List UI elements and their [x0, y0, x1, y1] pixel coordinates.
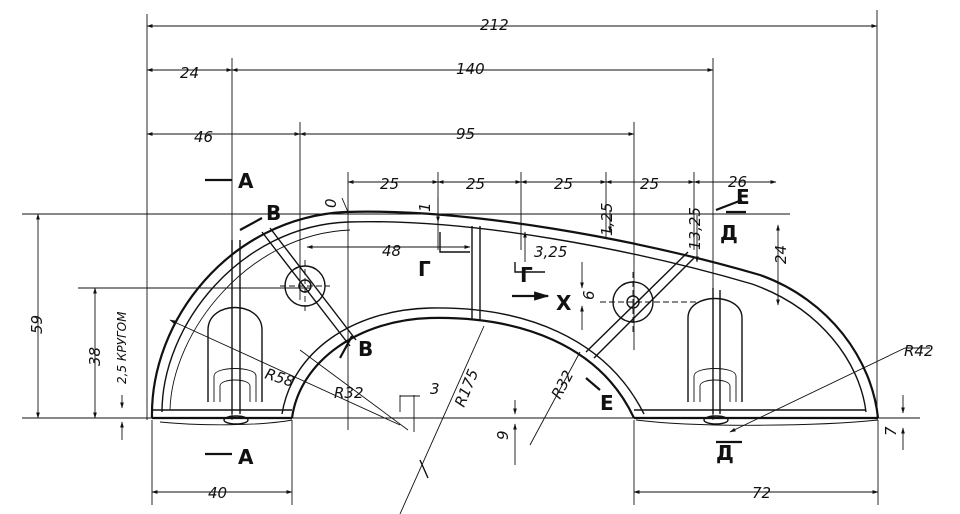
section-label-d-top: Д: [720, 221, 738, 245]
dim-7: 7: [882, 426, 900, 436]
dim-48: 48: [382, 242, 401, 260]
dimension-texts: 212 24 140 46 95 25 25 25 25 26 0 1 48 3…: [28, 16, 934, 502]
section-label-e-bottom: Е: [600, 391, 614, 415]
dim-1-25: 1,25: [598, 203, 616, 236]
section-label-e-top: Е: [736, 185, 750, 209]
dim-25-3: 25: [554, 175, 573, 193]
dim-6: 6: [580, 290, 598, 300]
dim-r175: R175: [451, 367, 482, 410]
dim-140: 140: [456, 60, 485, 78]
section-label-g-right: Г: [520, 263, 533, 287]
dim-46: 46: [194, 128, 213, 146]
dim-25-1: 25: [380, 175, 399, 193]
part-outline: [150, 210, 880, 426]
dim-95: 95: [456, 125, 475, 143]
section-label-a-top: А: [238, 169, 254, 193]
dim-24: 24: [180, 64, 199, 82]
dim-r58: R58: [263, 365, 297, 391]
dim-38: 38: [86, 347, 104, 366]
dim-24-vertical: 24: [772, 245, 790, 264]
dim-2-5-krugom: 2,5 КРУГОМ: [115, 311, 129, 384]
dim-r32-left: R32: [334, 384, 364, 402]
dim-3: 3: [430, 380, 440, 398]
section-label-b-top: В: [266, 201, 281, 225]
dim-40: 40: [208, 484, 227, 502]
dim-25-2: 25: [466, 175, 485, 193]
section-label-b-bottom: В: [358, 337, 373, 361]
dim-26: 26: [728, 173, 747, 191]
dimension-lines: [36, 24, 930, 514]
view-label-x: Х: [556, 291, 572, 315]
dim-overall: 212: [480, 16, 509, 34]
dim-72: 72: [752, 484, 771, 502]
section-label-g-left: Г: [418, 257, 431, 281]
dim-0: 0: [322, 198, 340, 208]
dim-r42: R42: [904, 342, 934, 360]
dim-13-25: 13,25: [686, 207, 704, 250]
section-labels: А А В В Г Г Д Д Е Е Х: [238, 169, 750, 469]
dim-3-25: 3,25: [534, 243, 567, 261]
dim-59: 59: [28, 315, 46, 334]
dim-9: 9: [494, 430, 512, 440]
section-label-d-bottom: Д: [716, 441, 734, 465]
dim-25-4: 25: [640, 175, 659, 193]
section-label-a-bottom: А: [238, 445, 254, 469]
dim-r32-right: R32: [548, 367, 578, 402]
dim-1: 1: [416, 202, 434, 212]
